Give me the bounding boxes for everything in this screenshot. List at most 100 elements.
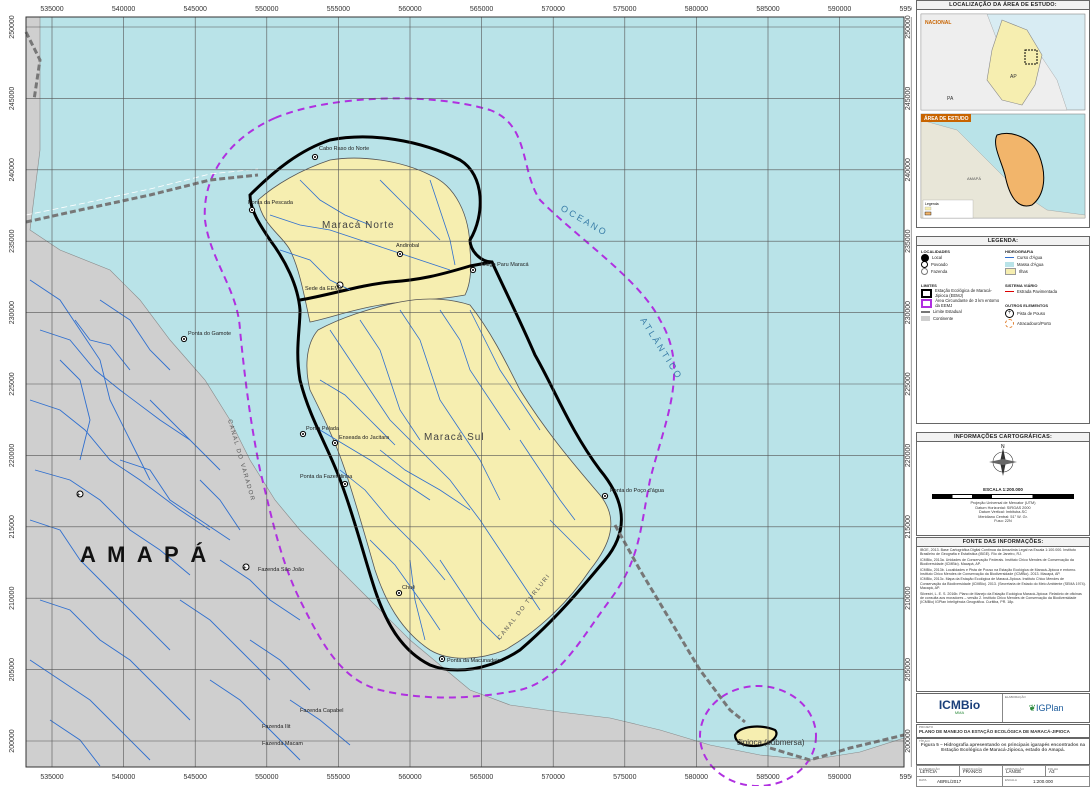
estrada-label: Estrada Pavimentada [1017,289,1058,294]
place-antigo-paru: Antigo Paru Maracá [480,262,530,268]
y-tick-label: 230000 [9,301,16,324]
curso-swatch [1005,257,1014,258]
y-tick-label: 240000 [905,158,912,181]
legend-section: LEGENDA: LOCALIDADES Local Povoado Fazen… [916,236,1090,424]
escala-value: 1:200.000 [1033,779,1054,784]
x-tick-label: 540000 [112,774,135,781]
state-limit-north-inner [25,168,259,216]
y-tick-label: 225000 [905,372,912,395]
x-tick-label: 590000 [828,6,851,13]
local-label: Local [932,255,943,260]
marker-sede[interactable] [336,281,344,289]
place-ponta-poco: Ponta do Poço d'água [610,488,665,494]
svg-text:+: + [77,493,81,499]
cartographic-title: INFORMAÇÕES CARTOGRÁFICAS: [917,433,1089,442]
place-fazenda-capabel: Fazenda Capabel [300,708,343,714]
place-fazenda-macam: Fazenda Macam [262,741,303,747]
amapa-label: A M A P Á [80,542,209,567]
place-ponta-pescada: Ponta da Pescada [248,200,294,206]
buffer-jipioca [699,685,817,786]
elab-label: ELABORAÇÃO [919,767,940,771]
x-tick-label: 590000 [828,774,851,781]
rev-value: FRANCO [963,769,982,774]
legend-continente: Continente [921,315,1001,322]
legend-right-col: HIDROGRAFIA Curso d'Água Massa d'Água Il… [1005,249,1087,328]
state-limit-north [25,173,259,224]
eemj-channel-line [299,260,493,302]
y-tick-label: 215000 [9,515,16,538]
legend-estrada: Estrada Pavimentada [1005,288,1087,295]
massa-swatch [1005,262,1014,267]
state-limit-west [24,31,42,101]
ap-label: AP [1010,74,1017,80]
figure-title-section: TÍTULO Figura 5 – Hidrografia apresentan… [916,738,1090,765]
limite-estadual-label: Limite Estadual [933,309,962,314]
maraca-norte-island [257,157,472,323]
eemj-swatch [921,288,932,298]
x-tick-label: 570000 [542,6,565,13]
place-enseada-jacitara: Enseada do Jacitara [339,435,390,441]
north-arrow-icon: N [989,444,1017,476]
y-tick-label: 210000 [9,586,16,609]
projeto-name: PLANO DE MANEJO DA ESTAÇÃO ECOLÓGICA DE … [919,729,1070,734]
area-circ-label: Área Circundante de 3 km entorno da EEMJ [935,298,1000,308]
escala-label: ESCALA [1005,778,1017,782]
y-tick-label: 250000 [905,15,912,38]
pa-label: PA [947,96,954,102]
location-title: LOCALIZAÇÃO DA ÁREA DE ESTUDO: [917,1,1089,10]
curso-label: Curso d'Água [1017,255,1043,260]
place-markers: Cabo Raso do Norte Ponta da Pescada Andi… [76,146,665,747]
localidades-heading: LOCALIDADES [921,249,950,254]
mma-logo-text: MMA [954,710,965,715]
place-sede: Sede da EEMJ [305,286,342,292]
outros-heading: OUTROS ELEMENTOS [1005,303,1049,308]
atracadouro-label: Atracadouro/Porto [1017,320,1051,326]
marker-fazenda-sao-joao[interactable] [242,563,250,571]
x-tick-label: 585000 [756,6,779,13]
y-ticks-left: 2500002450002400002350002300002250002200… [9,15,16,752]
x-tick-label: 570000 [542,774,565,781]
x-tick-label: 550000 [255,6,278,13]
anchor-icon [1005,318,1014,328]
x-tick-label: 535000 [40,6,63,13]
igplan-leaf-icon: ❦ [1028,703,1037,713]
folha-label: FOLHA [1048,767,1059,771]
y-tick-label: 205000 [9,658,16,681]
x-tick-label: 575000 [613,6,636,13]
maraca-norte-label: Maracá Norte [322,220,395,231]
location-maps: NACIONAL AP PA ÁREA DE ESTUDO AMAPÁ Lege… [920,13,1086,219]
povoado-label: Povoado [931,262,948,267]
aprov-label: APROVAÇÃO [1005,767,1024,771]
x-tick-label: 595000 [900,774,912,781]
marker-airstrip[interactable] [76,490,84,498]
ilhas-label: Ilhas [1019,269,1028,274]
y-tick-label: 245000 [905,87,912,110]
buffer-3km [203,97,676,699]
y-tick-label: 220000 [9,444,16,467]
proj-line-1: Projeção Universal de Mercator (UTM) [970,501,1036,505]
area-circ-swatch [921,298,933,308]
legend-small-label: Legenda [925,202,939,206]
x-tick-label: 585000 [756,774,779,781]
amapa-small-label: AMAPÁ [967,176,981,181]
x-tick-label: 580000 [685,774,708,781]
limites-heading: LIMITES [921,283,937,288]
place-cabo-raso: Cabo Raso do Norte [319,146,369,152]
legend-pista: +Pista de Pouso [1005,308,1087,318]
folha-value: A3 [1049,769,1055,774]
igplan-logo: ELABORAÇÃO ❦IGPlan [1003,694,1089,722]
place-ponta-pelada: Ponta Pelada [306,426,340,432]
coast-strip [26,30,36,150]
proj-line-2: Datum Horizontal: SIRGAS 2000 [975,505,1031,510]
massa-label: Massa d'Água [1017,262,1044,267]
x-tick-label: 555000 [327,774,350,781]
legend-left-col: LOCALIDADES Local Povoado Fazenda LIMITE… [921,249,1001,322]
cell-escala: ESCALA 1:200.000 [1002,776,1090,787]
legend-fazenda: Fazenda [921,268,1001,275]
proj-line-5: Fuso: 22N [994,519,1012,524]
igplan-logo-text: ❦IGPlan [1028,703,1063,713]
project-section: PROJETO PLANO DE MANEJO DA ESTAÇÃO ECOLÓ… [916,724,1090,738]
scale-text: ESCALA 1:200.000 [983,487,1023,492]
